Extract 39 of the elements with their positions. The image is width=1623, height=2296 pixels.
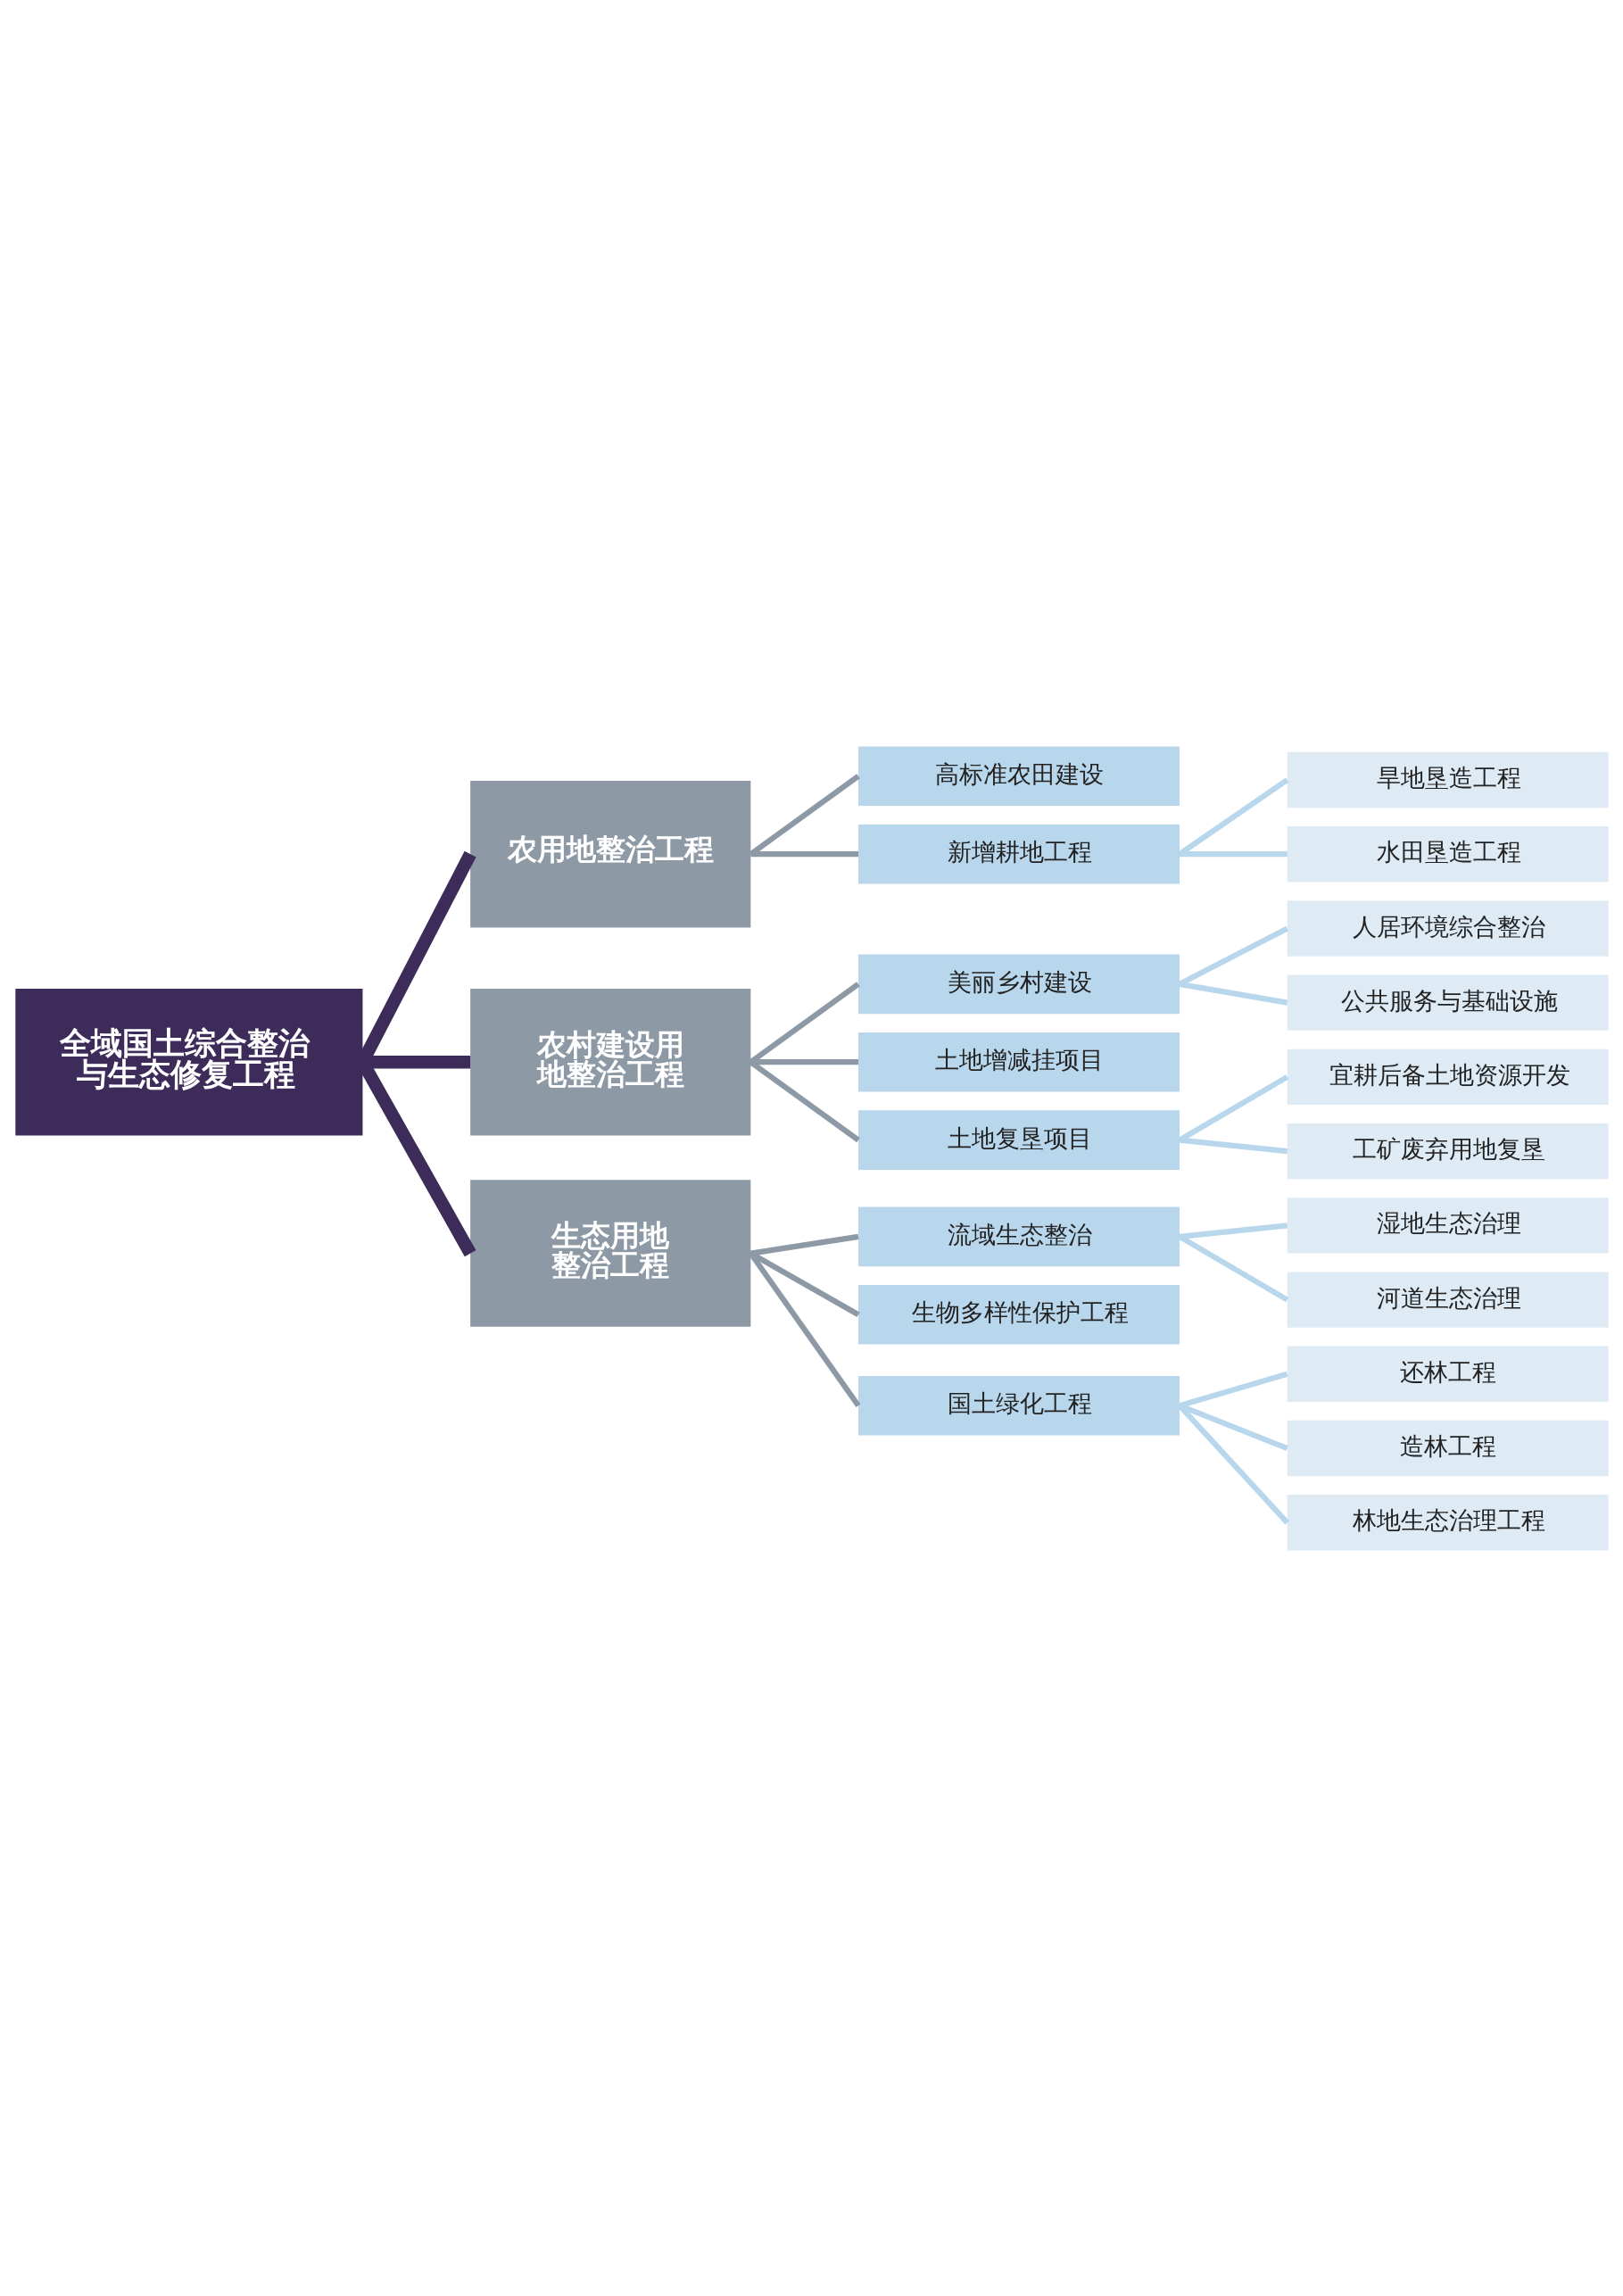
connector bbox=[749, 981, 860, 1065]
node-box: 造林工程 bbox=[1287, 1420, 1609, 1476]
node-box: 新增耕地工程 bbox=[857, 824, 1180, 883]
node-box: 美丽乡村建设 bbox=[857, 954, 1180, 1014]
node-box: 公共服务与基础设施 bbox=[1287, 974, 1609, 1031]
connector bbox=[1177, 1403, 1289, 1524]
node-box: 农用地整治工程 bbox=[469, 780, 750, 927]
connector bbox=[749, 850, 858, 857]
connector bbox=[749, 773, 860, 857]
node-box: 水田垦造工程 bbox=[1287, 825, 1609, 882]
node-box: 还林工程 bbox=[1287, 1346, 1609, 1402]
connector bbox=[1179, 1222, 1288, 1239]
node-box: 河道生态治理 bbox=[1287, 1271, 1609, 1328]
node-box: 工矿废弃用地复垦 bbox=[1287, 1123, 1609, 1179]
connector bbox=[749, 1059, 860, 1142]
connector bbox=[749, 1250, 860, 1317]
node-box: 国土绿化工程 bbox=[857, 1375, 1180, 1435]
node-box: 生物多样性保护工程 bbox=[857, 1284, 1180, 1345]
connector bbox=[1179, 1137, 1288, 1154]
connector bbox=[748, 1251, 861, 1407]
connector bbox=[749, 1233, 858, 1256]
node-box: 土地复垦项目 bbox=[857, 1109, 1180, 1170]
connector bbox=[361, 1055, 470, 1069]
connector bbox=[1178, 1371, 1288, 1408]
node-box: 高标准农田建设 bbox=[857, 746, 1180, 806]
connector bbox=[1177, 1073, 1288, 1142]
connector bbox=[1178, 981, 1288, 1006]
node-box: 生态用地整治工程 bbox=[469, 1179, 750, 1327]
connector bbox=[1177, 776, 1288, 857]
node-box: 人居环境综合整治 bbox=[1287, 899, 1609, 957]
node-box: 湿地生态治理 bbox=[1287, 1197, 1609, 1254]
node-box: 宜耕后备土地资源开发 bbox=[1287, 1049, 1609, 1105]
node-box: 全域国土综合整治与生态修复工程 bbox=[14, 988, 362, 1135]
node-box: 流域生态整治 bbox=[857, 1206, 1180, 1266]
node-box: 农村建设用地整治工程 bbox=[469, 988, 750, 1135]
node-box: 旱地垦造工程 bbox=[1287, 751, 1609, 808]
node-box: 土地增减挂项目 bbox=[857, 1032, 1180, 1092]
node-box: 林地生态治理工程 bbox=[1287, 1494, 1609, 1550]
connector bbox=[1179, 850, 1288, 857]
